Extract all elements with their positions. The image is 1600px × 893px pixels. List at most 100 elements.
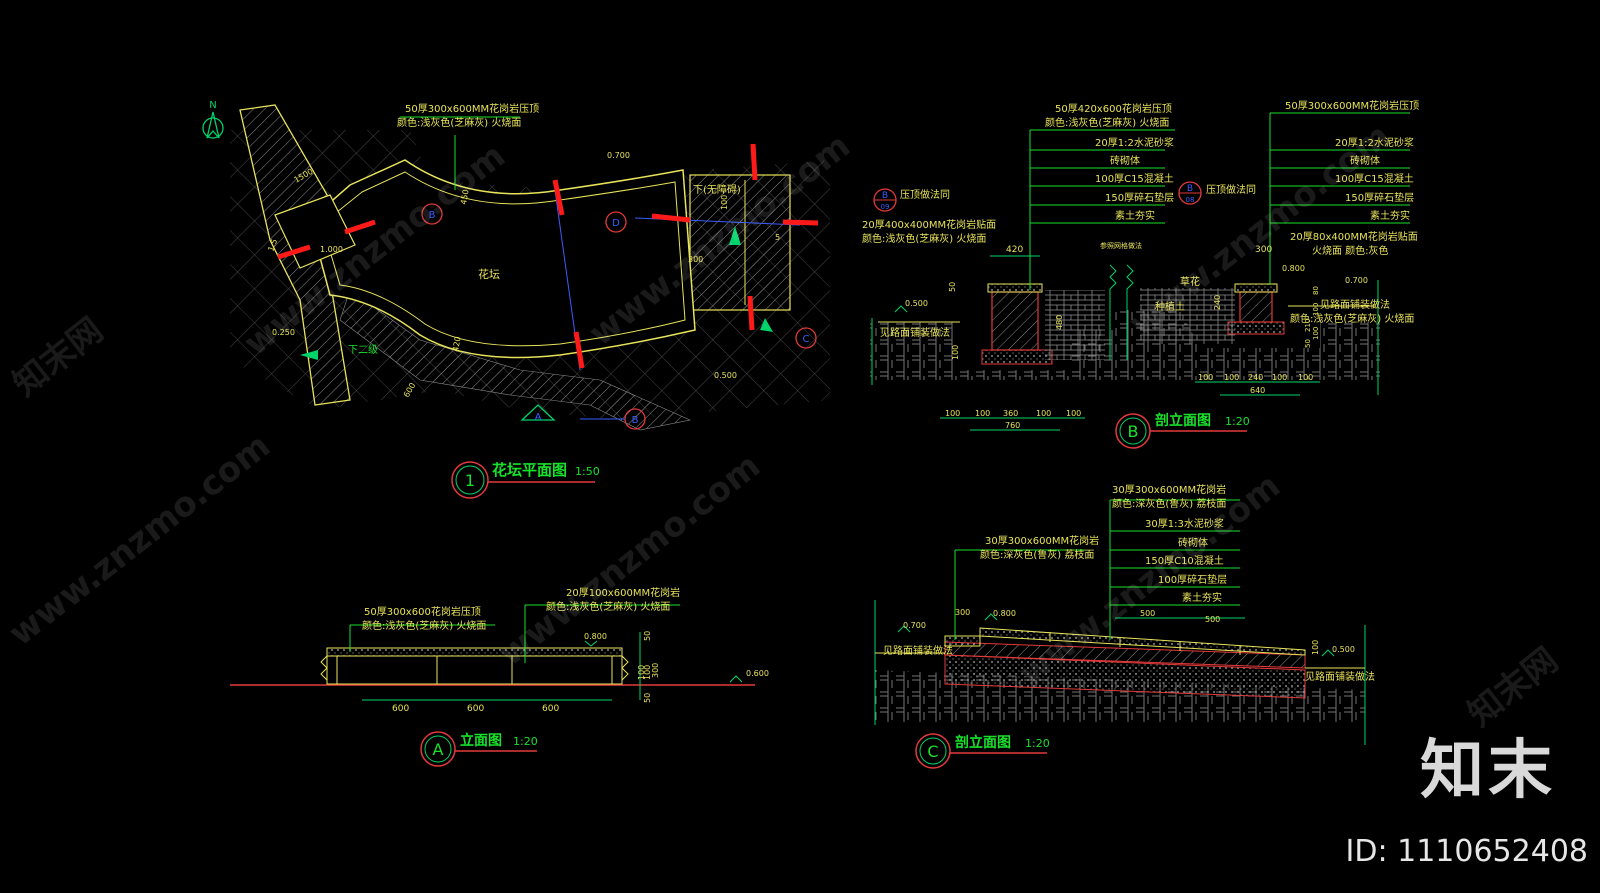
svg-text:0.500: 0.500: [1332, 645, 1355, 654]
svg-text:100: 100: [1312, 327, 1320, 340]
elev-note-3: 20厚100x600MM花岗岩: [566, 586, 680, 599]
svg-text:50: 50: [643, 631, 652, 641]
plan-note-2: 颜色:浅灰色(芝麻灰) 火烧面: [397, 116, 521, 129]
elev-level-0800: 0.800: [584, 632, 607, 641]
svg-text:0.700: 0.700: [903, 621, 926, 630]
svg-text:砖砌体: 砖砌体: [1350, 154, 1380, 167]
sect-b-title: B 剖立面图 1:20: [1115, 412, 1250, 449]
grass-label: 草花: [1180, 275, 1200, 288]
svg-text:100: 100: [1224, 373, 1239, 382]
svg-text:C: C: [803, 334, 810, 345]
slab-concrete: [944, 654, 1306, 699]
pave-right: 见路面铺装做法: [1320, 298, 1390, 311]
bed-label: 花坛: [478, 268, 500, 281]
svg-text:300: 300: [955, 608, 970, 617]
plan-dim-1000: 1.000: [320, 245, 343, 254]
svg-text:1:50: 1:50: [575, 465, 600, 478]
sect-c-mid-1: 30厚300x600MM花岗岩: [985, 534, 1099, 547]
svg-text:A: A: [535, 412, 542, 423]
svg-text:1: 1: [465, 471, 475, 490]
svg-text:100: 100: [1311, 640, 1320, 655]
svg-text:210: 210: [1304, 319, 1312, 332]
plan-dim-15: 1.5: [266, 238, 279, 253]
marker-c: C: [795, 327, 817, 349]
svg-text:08: 08: [1186, 196, 1195, 204]
plan-dim-300: 300: [688, 255, 703, 264]
svg-text:100: 100: [1198, 373, 1213, 382]
svg-text:1:20: 1:20: [513, 735, 538, 748]
plan-title: 1 花坛平面图 1:50: [451, 461, 600, 499]
coping-right: [1234, 283, 1278, 293]
wall-right: [1239, 291, 1273, 323]
plan-dim-0250: 0.250: [272, 328, 295, 337]
elev-a-title: A 立面图 1:20: [420, 731, 538, 767]
plan-dim-450: 450: [459, 189, 471, 206]
arrow-ramp2-icon: [760, 318, 773, 332]
svg-text:100: 100: [1036, 409, 1051, 418]
footing-left: [981, 349, 1053, 365]
svg-text:B: B: [429, 210, 436, 221]
sect-c-title: C 剖立面图 1:20: [915, 733, 1050, 769]
section-c: 30厚300x600MM花岗岩 颜色:深灰色(鲁灰) 荔枝面 30厚1:3水泥砂…: [874, 483, 1375, 769]
pave-right-2: 颜色:浅灰色(芝麻灰) 火烧面: [1290, 312, 1414, 325]
svg-text:素土夯实: 素土夯实: [1370, 209, 1410, 222]
elev-note-1: 50厚300x600花岗岩压顶: [364, 605, 481, 618]
ref-left-label: 压顶做法同: [900, 188, 950, 201]
svg-text:20厚1:2水泥砂浆: 20厚1:2水泥砂浆: [1335, 136, 1414, 149]
coping-left: [987, 283, 1043, 293]
svg-text:20厚1:2水泥砂浆: 20厚1:2水泥砂浆: [1095, 136, 1174, 149]
svg-text:100: 100: [1272, 373, 1287, 382]
plan-dim-0500: 0.500: [714, 371, 737, 380]
marker-b-top: B: [421, 203, 443, 225]
slope-band: [339, 289, 691, 431]
coping: [326, 647, 623, 657]
svg-text:760: 760: [1005, 421, 1020, 430]
svg-text:B: B: [1187, 184, 1193, 194]
svg-text:150厚碎石垫层: 150厚碎石垫层: [1345, 191, 1414, 204]
ramp: [689, 174, 791, 311]
brand-id: ID: 1110652408: [1345, 834, 1588, 869]
plan-note-1: 50厚300x600MM花岗岩压顶: [405, 102, 539, 115]
svg-text:B: B: [882, 191, 888, 201]
svg-text:剖立面图: 剖立面图: [1155, 412, 1211, 429]
svg-text:80: 80: [1312, 286, 1320, 295]
north-label: N: [209, 100, 216, 111]
flower-bed-inner: [321, 171, 686, 347]
svg-text:150厚C10混凝土: 150厚C10混凝土: [1145, 554, 1224, 567]
svg-text:150厚碎石垫层: 150厚碎石垫层: [1105, 191, 1174, 204]
clad-right-1: 20厚80x400MM花岗岩贴面: [1290, 230, 1418, 243]
sect-c-pave-left: 见路面铺装做法: [883, 644, 953, 657]
clad-left-1: 20厚400x400MM花岗岩贴面: [862, 218, 996, 231]
svg-text:1:20: 1:20: [1025, 737, 1050, 750]
svg-text:B: B: [1128, 422, 1139, 441]
svg-text:300: 300: [651, 663, 660, 678]
svg-text:100: 100: [945, 409, 960, 418]
slab-granite: [979, 627, 1306, 656]
svg-text:240: 240: [1248, 373, 1263, 382]
svg-text:09: 09: [881, 203, 890, 211]
svg-text:0.500: 0.500: [905, 299, 928, 308]
svg-text:100: 100: [951, 345, 960, 360]
svg-text:600: 600: [467, 704, 484, 714]
svg-text:D: D: [612, 218, 620, 229]
pave-left: 见路面铺装做法: [880, 326, 950, 339]
sect-b-top-2: 颜色:浅灰色(芝麻灰) 火烧面: [1045, 116, 1169, 129]
arrow-step-icon: [300, 350, 318, 360]
svg-text:50: 50: [643, 693, 652, 703]
planting-soil-left: [1045, 290, 1105, 360]
ref-right-label: 压顶做法同: [1206, 183, 1256, 196]
svg-text:300: 300: [1255, 245, 1272, 255]
svg-text:500: 500: [1140, 609, 1155, 618]
marker-b-bottom: B: [580, 408, 646, 430]
svg-text:砖砌体: 砖砌体: [1178, 536, 1208, 549]
svg-text:360: 360: [1003, 409, 1018, 418]
svg-text:花坛平面图: 花坛平面图: [492, 461, 567, 479]
svg-text:600: 600: [542, 704, 559, 714]
svg-text:0.800: 0.800: [1282, 264, 1305, 273]
svg-text:30厚1:3水泥砂浆: 30厚1:3水泥砂浆: [1145, 517, 1224, 530]
elev-note-4: 颜色:浅灰色(芝麻灰) 火烧面: [546, 600, 670, 613]
top-step: [944, 635, 981, 647]
svg-text:0.700: 0.700: [1345, 276, 1368, 285]
soil-label: 种植土: [1155, 300, 1185, 313]
